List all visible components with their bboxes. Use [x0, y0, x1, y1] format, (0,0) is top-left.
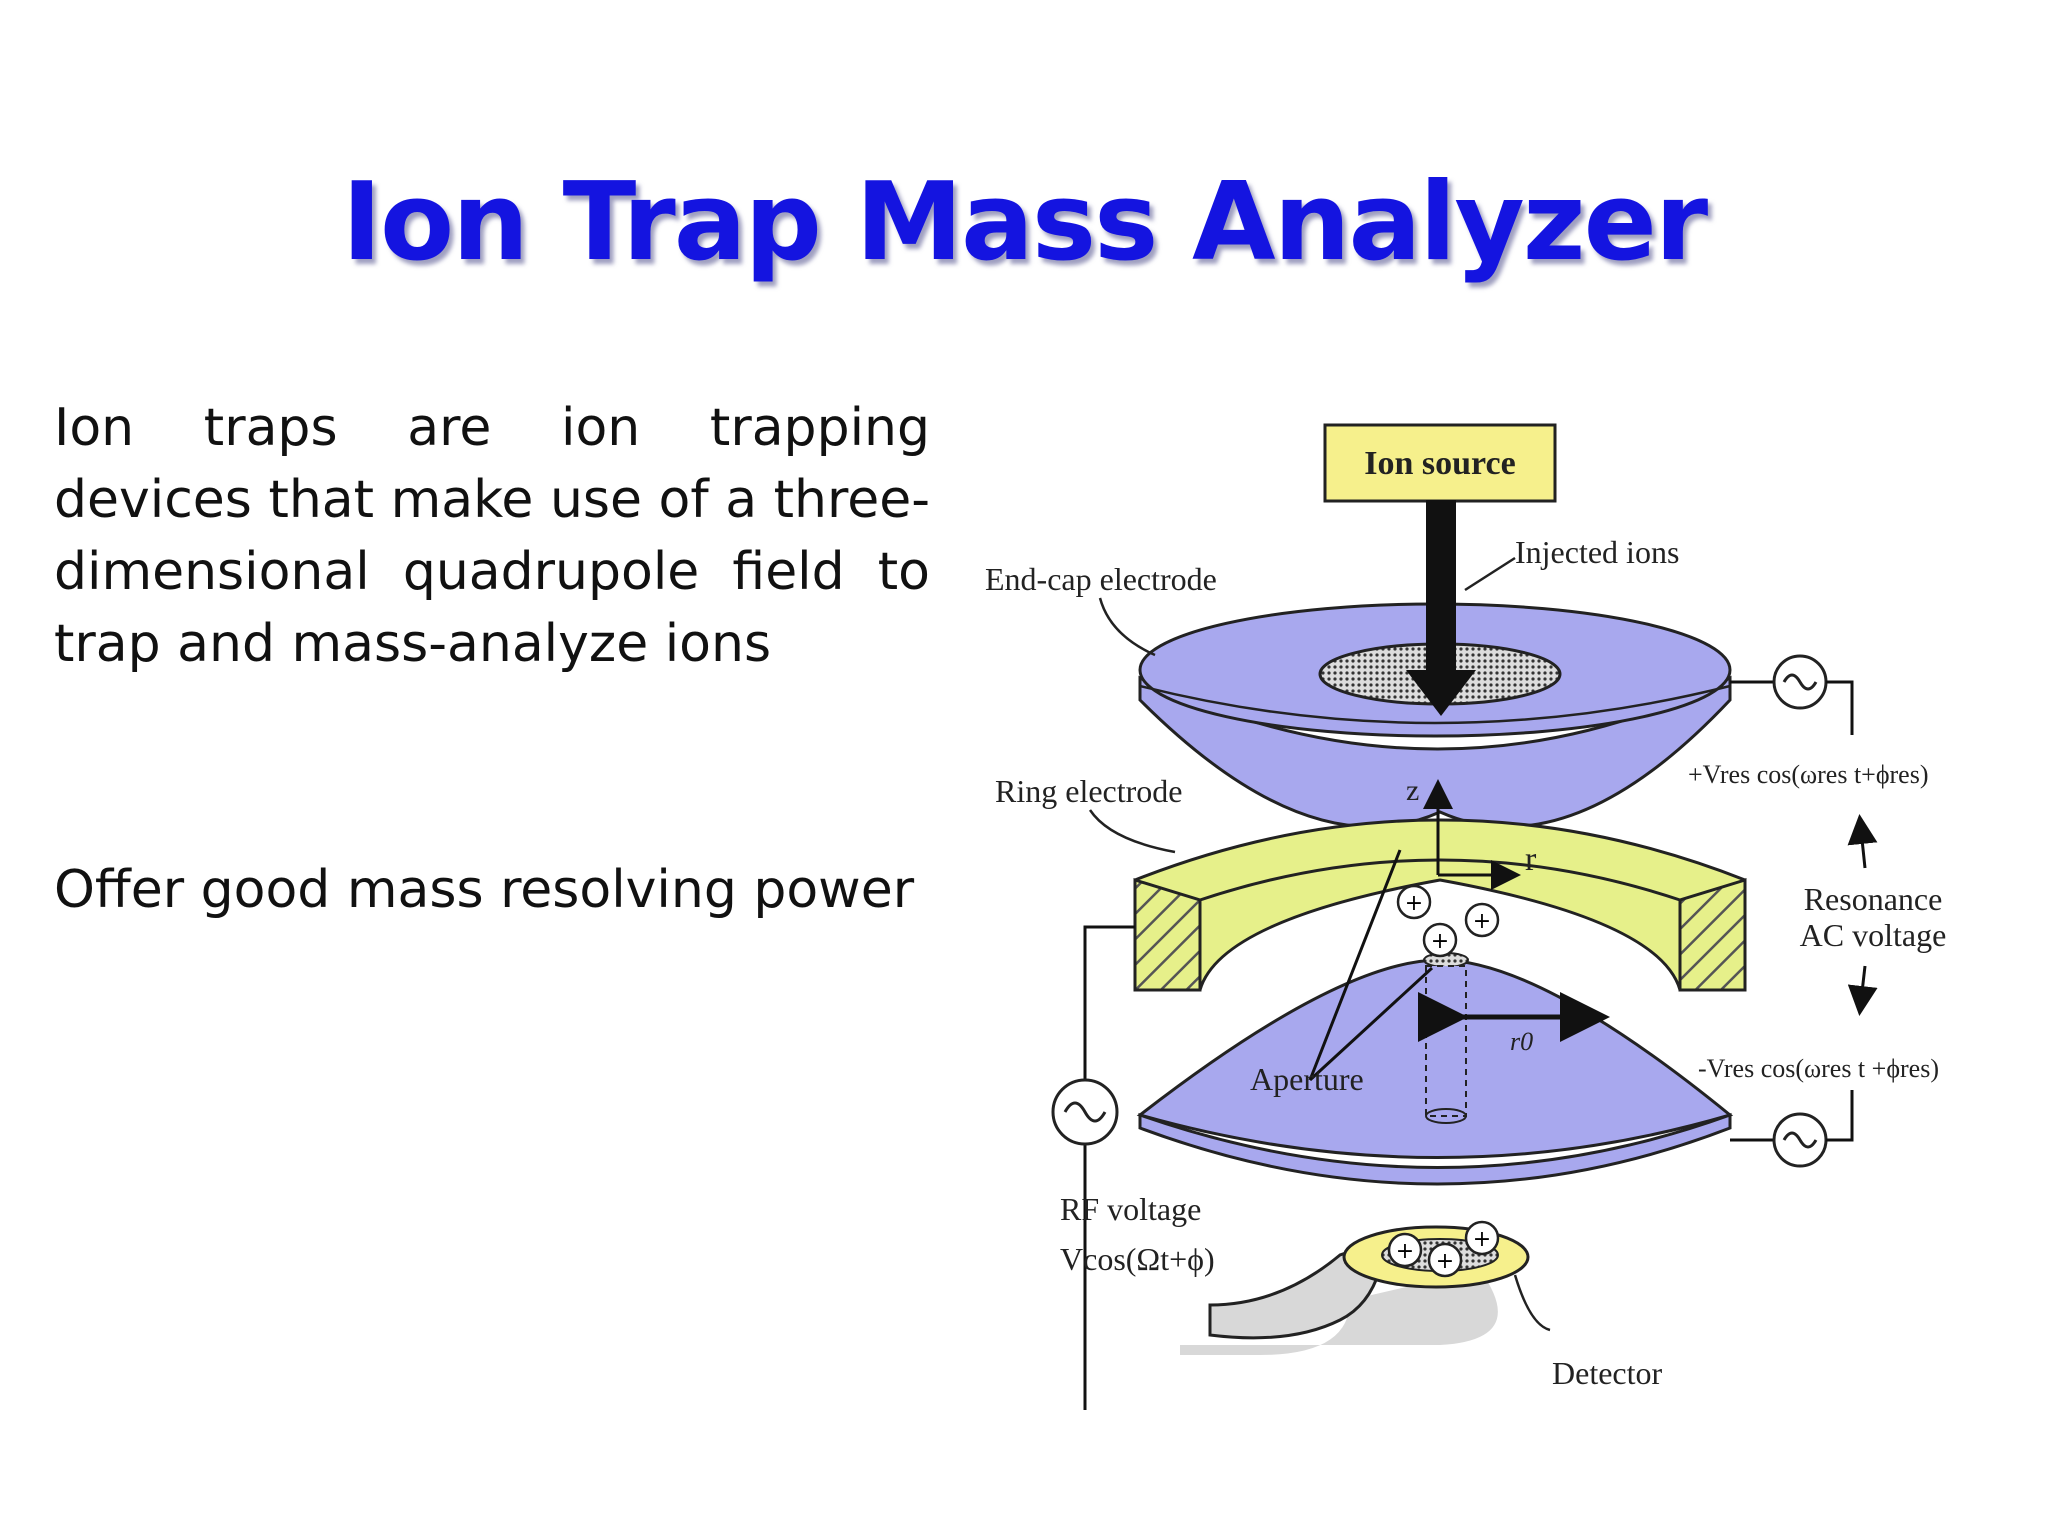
top-voltage-label: +Vres cos(ωres t+ϕres)	[1688, 760, 1929, 789]
top-ac-voltage-source: +Vres cos(ωres t+ϕres)	[1688, 654, 1929, 789]
bottom-ac-voltage-source: -Vres cos(ωres t +ϕres)	[1698, 1054, 1939, 1168]
ion-symbol: +	[1396, 1239, 1414, 1264]
ring-electrode-callout: Ring electrode	[995, 773, 1182, 854]
injected-ions-callout: Injected ions	[1464, 534, 1679, 592]
end-cap-electrode-label: End-cap electrode	[985, 561, 1217, 597]
injected-ions-arrow	[1406, 500, 1476, 716]
resonance-label-line1: Resonance	[1804, 881, 1943, 917]
detector: + + + Detector	[1180, 1220, 1663, 1391]
ring-electrode	[1133, 818, 1747, 992]
ion-source-label: Ion source	[1364, 445, 1515, 482]
ion-source: Ion source	[1323, 423, 1557, 503]
bottom-end-cap-electrode	[1136, 952, 1734, 1186]
ion-symbol: +	[1473, 909, 1491, 934]
axis-r-label: r	[1525, 841, 1537, 878]
aperture-pointers: Aperture	[1250, 849, 1434, 1097]
ion-trap-diagram: Ion source z r + + +	[985, 423, 1947, 1410]
resonance-label-line2: AC voltage	[1800, 917, 1947, 953]
r0-label: r0	[1510, 1027, 1533, 1056]
ion-symbol: +	[1473, 1227, 1491, 1252]
ion-symbol: +	[1431, 929, 1449, 954]
rf-formula-label: Vcos(Ωt+ϕ)	[1060, 1241, 1215, 1277]
axis-z-label: z	[1406, 774, 1419, 807]
detector-label: Detector	[1552, 1355, 1663, 1391]
resonance-ac-voltage: Resonance AC voltage	[1800, 814, 1947, 1016]
bottom-voltage-label: -Vres cos(ωres t +ϕres)	[1698, 1054, 1939, 1083]
rf-voltage-source: RF voltage Vcos(Ωt+ϕ)	[1051, 925, 1215, 1410]
description-paragraph: Ion traps are ion trapping devices that …	[54, 398, 930, 674]
rf-voltage-label: RF voltage	[1060, 1191, 1201, 1227]
resolving-power-paragraph: Offer good mass resolving power	[54, 860, 915, 920]
ring-electrode-label: Ring electrode	[995, 773, 1182, 809]
coordinate-axes: z r	[1406, 774, 1537, 890]
aperture-label: Aperture	[1250, 1061, 1364, 1097]
slide-title: Ion Trap Mass Analyzer	[341, 160, 1708, 285]
end-cap-electrode-callout: End-cap electrode	[985, 561, 1217, 657]
injected-ions-label: Injected ions	[1515, 534, 1679, 570]
radius-r0-arrow: r0	[1418, 992, 1610, 1056]
ion-symbol: +	[1436, 1249, 1454, 1274]
ion-symbol: +	[1405, 891, 1423, 916]
trapped-ions: + + +	[1396, 884, 1500, 958]
